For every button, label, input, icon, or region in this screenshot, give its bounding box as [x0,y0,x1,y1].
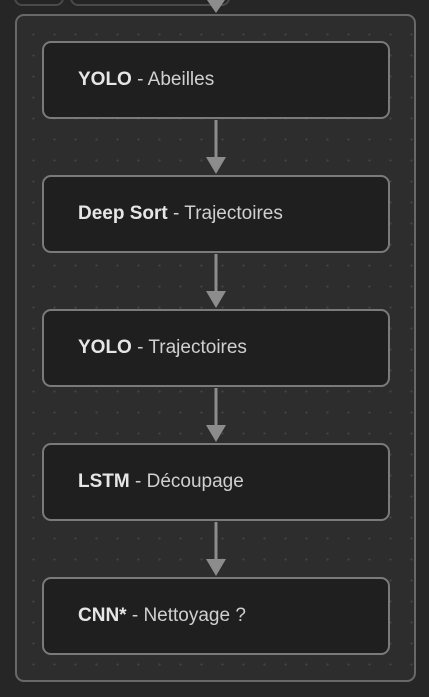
node-description: - Trajectoires [131,337,247,358]
node-cnn-nettoyage[interactable]: CNN* - Nettoyage ? [42,577,390,655]
node-description: - Découpage [129,471,244,492]
node-title: CNN* [78,605,127,626]
node-description: - Trajectoires [167,203,283,224]
node-yolo-trajectoires[interactable]: YOLO - Trajectoires [42,309,390,387]
node-deep-sort-trajectoires[interactable]: Deep Sort - Trajectoires [42,175,390,253]
node-title: YOLO [78,337,132,358]
node-title: YOLO [78,69,132,90]
node-title: LSTM [78,471,130,492]
node-lstm-decoupage[interactable]: LSTM - Découpage [42,443,390,521]
previous-node-stub [70,0,230,6]
node-description: - Abeilles [131,69,215,90]
previous-node-stub [14,0,64,6]
node-description: - Nettoyage ? [126,605,246,626]
node-title: Deep Sort [78,203,168,224]
node-yolo-abeilles[interactable]: YOLO - Abeilles [42,41,390,119]
